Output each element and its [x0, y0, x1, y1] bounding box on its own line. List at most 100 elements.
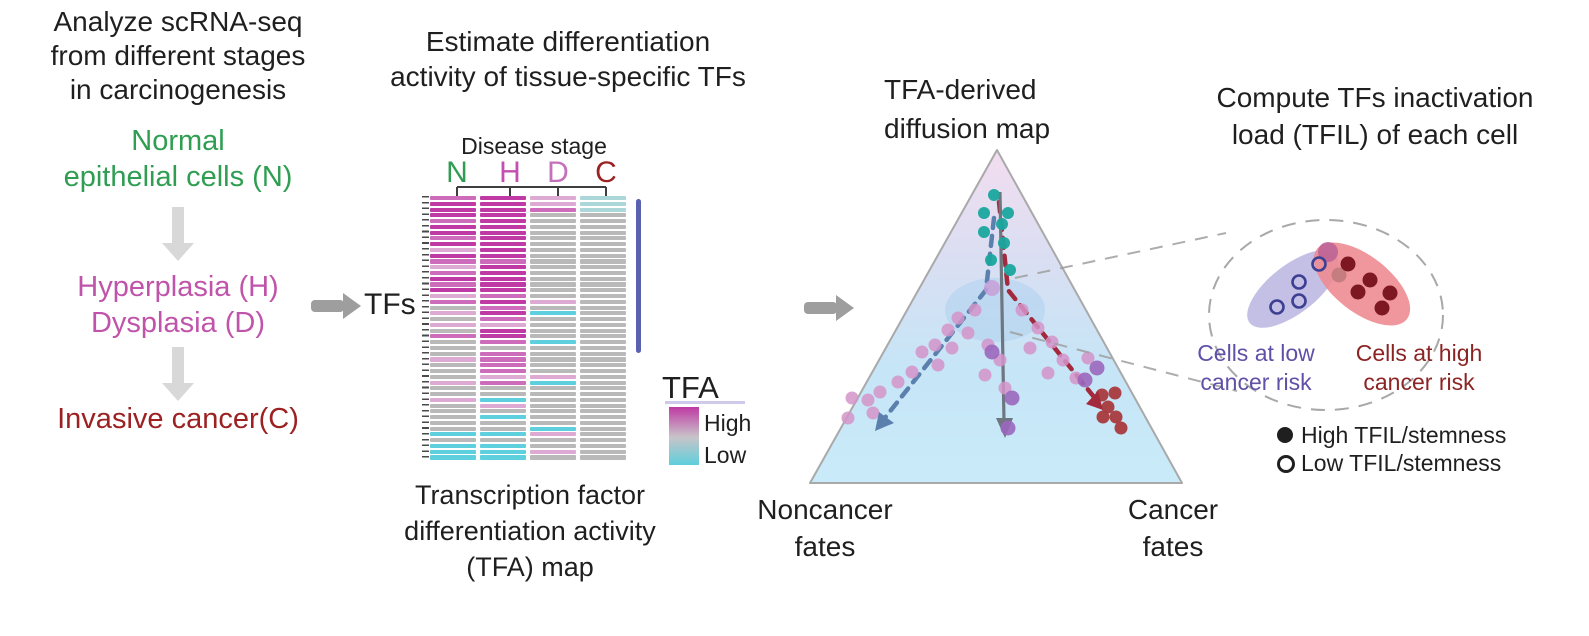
heatmap-cell	[580, 409, 626, 414]
heatmap-cell	[480, 236, 526, 241]
heatmap-cell	[530, 432, 576, 437]
heatmap-cell	[430, 345, 476, 350]
cell-dot	[931, 358, 945, 372]
cell-dot	[1311, 256, 1327, 272]
heatmap-cell	[480, 294, 526, 299]
heatmap-cell	[580, 368, 626, 374]
heatmap-cell	[430, 380, 476, 385]
down-arrow-icon	[162, 207, 194, 261]
heatmap-cell	[480, 282, 526, 287]
heatmap-cell	[430, 294, 476, 299]
heatmap-cell	[430, 386, 476, 391]
heatmap-cell	[530, 219, 576, 224]
heatmap-cell	[430, 265, 476, 270]
heatmap-cell	[530, 409, 576, 414]
column-label-N: N	[446, 156, 468, 189]
heatmap-cell	[480, 259, 526, 264]
cell-dot	[1077, 372, 1093, 388]
cell-dot	[1291, 274, 1307, 290]
heatmap-cell	[530, 449, 576, 454]
heatmap-cell	[430, 328, 476, 333]
cell-dot	[1114, 421, 1128, 435]
open-circle-icon	[1277, 455, 1295, 473]
heatmap-cell	[580, 242, 626, 247]
heatmap-cell	[430, 438, 476, 443]
cell-dot	[1340, 256, 1356, 272]
cell-dot	[866, 406, 880, 420]
heatmap-cell	[480, 415, 526, 420]
cell-dot	[841, 411, 855, 425]
heatmap-cell	[530, 242, 576, 247]
cell-dot	[1004, 264, 1016, 276]
tfa-legend-high-label: High	[704, 410, 752, 436]
heatmap-cell	[530, 288, 576, 293]
cell-dot	[978, 226, 990, 238]
heatmap-cell	[430, 357, 476, 362]
tfa-legend-title: TFA	[662, 370, 719, 405]
heatmap-cell	[580, 201, 626, 206]
heatmap-cell	[580, 236, 626, 241]
cell-dot	[1109, 410, 1123, 424]
cell-dot	[1089, 360, 1105, 376]
heatmap-cell	[480, 270, 526, 276]
heatmap-cell	[530, 368, 576, 374]
heatmap-cell	[580, 340, 626, 345]
heatmap-cell	[480, 368, 526, 374]
cell-dot	[1031, 321, 1045, 335]
heatmap-cell	[480, 340, 526, 345]
heatmap-cell	[580, 420, 626, 425]
tfil-cluster-plot	[1208, 219, 1444, 411]
cell-dot	[978, 207, 990, 219]
heatmap-cell	[530, 276, 576, 281]
heatmap-cell	[430, 449, 476, 454]
heatmap-cell	[530, 380, 576, 385]
cell-dot	[951, 311, 965, 325]
heatmap-cell	[530, 196, 576, 201]
heatmap-cell	[480, 345, 526, 350]
heatmap-cell	[480, 380, 526, 385]
heatmap-cell	[530, 420, 576, 425]
heatmap-cell	[580, 380, 626, 385]
stage-normal-label: Normal epithelial cells (N)	[63, 125, 293, 193]
heatmap-cell	[580, 305, 626, 310]
heatmap-cell	[580, 259, 626, 264]
heatmap-cell	[580, 207, 626, 212]
heatmap-cell	[530, 443, 576, 449]
heatmap-cell	[480, 403, 526, 408]
heatmap-cell	[530, 247, 576, 252]
zoom-dashed-ellipse	[1208, 219, 1444, 411]
heatmap-cell	[430, 207, 476, 212]
cell-dot	[905, 365, 919, 379]
heatmap-cell	[480, 207, 526, 212]
tfa-heatmap-grid	[430, 196, 626, 460]
panel1-title: Analyze scRNA-seq from different stages …	[50, 6, 306, 105]
heatmap-cell	[430, 305, 476, 310]
heatmap-cell	[430, 351, 476, 356]
low-risk-label: Cells at low cancer risk	[1197, 340, 1315, 395]
cell-dot	[915, 345, 929, 359]
cell-dot	[961, 326, 975, 340]
cell-dot	[1108, 386, 1122, 400]
filled-circle-icon	[1277, 427, 1293, 443]
heatmap-cell	[580, 345, 626, 350]
heatmap-cell	[530, 207, 576, 212]
heatmap-cell	[480, 443, 526, 449]
heatmap-cell	[430, 247, 476, 252]
heatmap-cell	[430, 317, 476, 322]
heatmap-cell	[530, 397, 576, 402]
heatmap-cell	[480, 438, 526, 443]
heatmap-cell	[430, 374, 476, 379]
heatmap-cell	[430, 201, 476, 206]
heatmap-cell	[430, 236, 476, 241]
heatmap-cell	[580, 443, 626, 449]
heatmap-cell	[530, 363, 576, 368]
heatmap-cell	[480, 409, 526, 414]
heatmap-cell	[530, 340, 576, 345]
cell-dot	[1374, 300, 1390, 316]
heatmap-cell	[580, 432, 626, 437]
heatmap-cell	[530, 351, 576, 356]
heatmap-cell	[530, 322, 576, 327]
heatmap-cell	[480, 242, 526, 247]
cell-dot	[845, 391, 859, 405]
heatmap-cell	[430, 392, 476, 397]
